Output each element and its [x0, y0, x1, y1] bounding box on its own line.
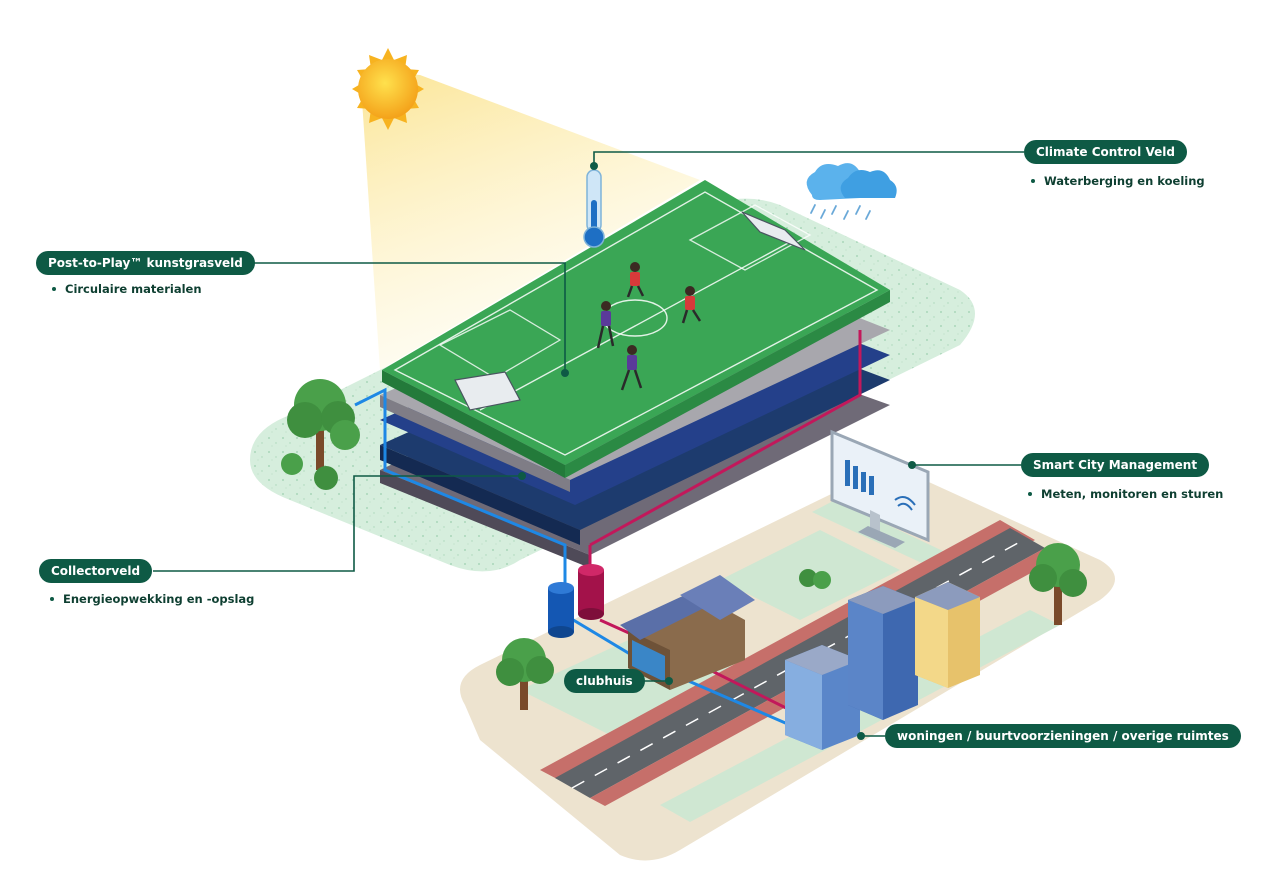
woningen-label: woningen / buurtvoorzieningen / overige … — [885, 724, 1241, 748]
clubhouse — [620, 575, 755, 690]
wifi-icon — [894, 495, 916, 511]
players — [596, 262, 702, 391]
bush-icon — [799, 569, 831, 589]
solar-panel-icon — [620, 575, 755, 640]
buildings — [785, 582, 980, 750]
rain-cloud-icon — [806, 163, 897, 220]
sun-beam — [360, 70, 700, 370]
smart-city-sub: Meten, monitoren en sturen — [1028, 487, 1223, 501]
tree-icon — [1029, 543, 1087, 625]
climate-control-sub-text: Waterberging en koeling — [1044, 174, 1205, 188]
player-icon — [620, 345, 643, 391]
post-to-play-label: Post-to-Play™ kunstgrasveld — [36, 251, 255, 275]
thermometer-icon — [583, 169, 605, 248]
bullet-icon — [1028, 491, 1032, 496]
collector-sub: Energieopwekking en -opslag — [50, 592, 254, 606]
collector-label: Collectorveld — [39, 559, 153, 583]
climate-control-sub: Waterberging en koeling — [1031, 174, 1205, 188]
leader-dots — [518, 162, 916, 740]
football-pitch — [382, 180, 890, 478]
goal-icon — [741, 211, 806, 251]
bullet-icon — [52, 286, 56, 291]
post-to-play-sub-text: Circulaire materialen — [65, 282, 202, 296]
bar-chart-icon — [845, 460, 874, 495]
bullet-icon — [50, 596, 54, 601]
post-to-play-sub: Circulaire materialen — [52, 282, 202, 296]
climate-control-label: Climate Control Veld — [1024, 140, 1187, 164]
goal-icon — [454, 371, 521, 411]
player-icon — [626, 262, 645, 298]
player-icon — [681, 286, 702, 324]
bullet-icon — [1031, 178, 1035, 183]
tree-icon — [281, 379, 360, 490]
tree-icon — [496, 638, 554, 710]
collector-sub-text: Energieopwekking en -opslag — [63, 592, 255, 606]
player-icon — [596, 301, 615, 349]
clubhuis-label: clubhuis — [564, 669, 645, 693]
sun-icon — [352, 48, 424, 130]
monitor-icon — [830, 429, 930, 548]
smart-city-label: Smart City Management — [1021, 453, 1210, 477]
leader-lines — [153, 151, 1024, 737]
smart-city-sub-text: Meten, monitoren en sturen — [1041, 487, 1224, 501]
water-tank-icon — [548, 564, 604, 638]
